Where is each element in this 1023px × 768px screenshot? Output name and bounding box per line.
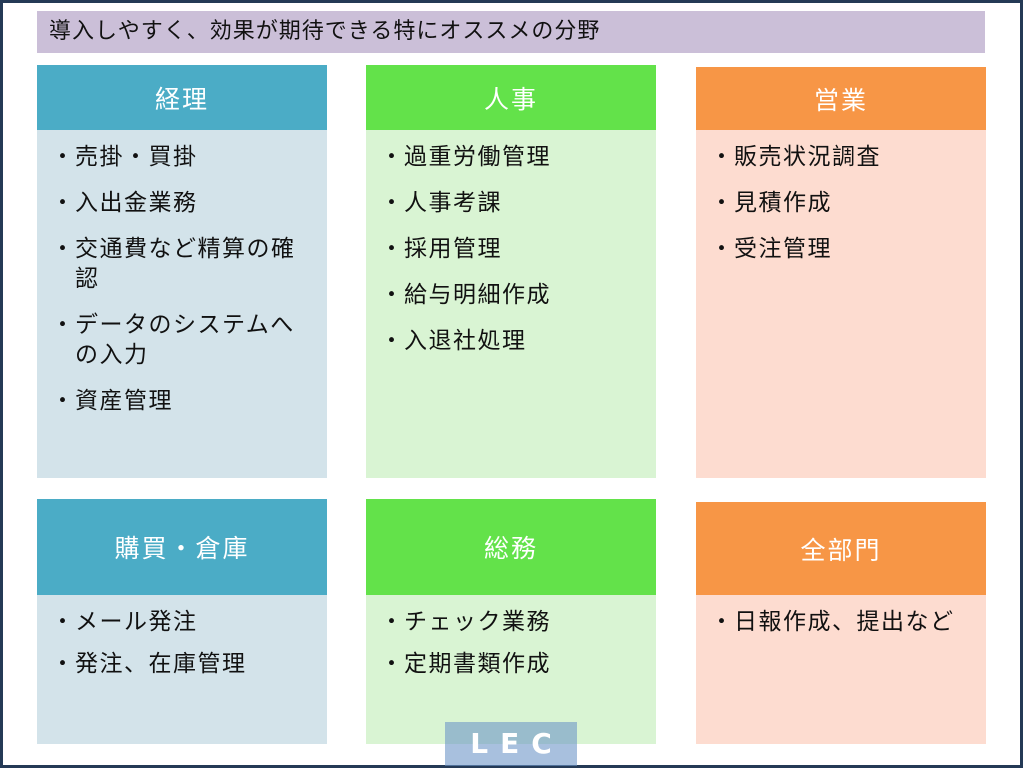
- item-text: チェック業務: [404, 609, 551, 635]
- list-item: ・入退社処理: [380, 326, 642, 356]
- bullet: ・: [51, 609, 76, 635]
- item-text: 定期書類作成: [404, 651, 551, 677]
- bullet: ・: [51, 312, 76, 338]
- card-general-affairs: 総務・チェック業務・定期書類作成: [366, 499, 656, 744]
- item-text: 人事考課: [404, 190, 502, 216]
- item-text: 売掛・買掛: [75, 144, 198, 170]
- bullet: ・: [710, 236, 735, 262]
- item-text: 採用管理: [404, 236, 502, 262]
- list-item: ・販売状況調査: [710, 142, 972, 172]
- item-text: 入出金業務: [75, 190, 198, 216]
- list-item: ・発注、在庫管理: [51, 649, 313, 679]
- item-text: 見積作成: [734, 190, 832, 216]
- item-text: 資産管理: [75, 388, 173, 414]
- lec-logo: LEC: [445, 722, 577, 766]
- bullet: ・: [51, 190, 76, 216]
- list-item: ・交通費など精算の確認: [51, 234, 313, 294]
- bullet: ・: [380, 328, 405, 354]
- card-body: ・販売状況調査・見積作成・受注管理: [696, 130, 986, 478]
- list-item: ・見積作成: [710, 188, 972, 218]
- card-hr: 人事・過重労働管理・人事考課・採用管理・給与明細作成・入退社処理: [366, 65, 656, 478]
- bullet: ・: [51, 236, 76, 262]
- card-header: 全部門: [696, 502, 986, 595]
- item-text: 入退社処理: [404, 328, 527, 354]
- list-item: ・定期書類作成: [380, 649, 642, 679]
- card-body: ・過重労働管理・人事考課・採用管理・給与明細作成・入退社処理: [366, 130, 656, 478]
- list-item: ・採用管理: [380, 234, 642, 264]
- item-text: データのシステムへの入力: [75, 312, 295, 368]
- card-body: ・チェック業務・定期書類作成: [366, 595, 656, 744]
- bullet: ・: [710, 144, 735, 170]
- list-item: ・チェック業務: [380, 607, 642, 637]
- card-header: 営業: [696, 67, 986, 130]
- card-header: 購買・倉庫: [37, 499, 327, 595]
- card-sales: 営業・販売状況調査・見積作成・受注管理: [696, 67, 986, 478]
- list-item: ・日報作成、提出など: [710, 607, 972, 637]
- bullet: ・: [380, 144, 405, 170]
- bullet: ・: [710, 609, 735, 635]
- list-item: ・メール発注: [51, 607, 313, 637]
- item-text: メール発注: [75, 609, 198, 635]
- list-item: ・受注管理: [710, 234, 972, 264]
- list-item: ・入出金業務: [51, 188, 313, 218]
- bullet: ・: [380, 282, 405, 308]
- bullet: ・: [51, 651, 76, 677]
- item-text: 給与明細作成: [404, 282, 551, 308]
- item-text: 日報作成、提出など: [734, 609, 955, 635]
- list-item: ・資産管理: [51, 386, 313, 416]
- bullet: ・: [51, 144, 76, 170]
- card-header: 総務: [366, 499, 656, 595]
- list-item: ・売掛・買掛: [51, 142, 313, 172]
- list-item: ・人事考課: [380, 188, 642, 218]
- item-text: 過重労働管理: [404, 144, 551, 170]
- card-body: ・売掛・買掛・入出金業務・交通費など精算の確認・データのシステムへの入力・資産管…: [37, 130, 327, 478]
- card-purchasing-warehouse: 購買・倉庫・メール発注・発注、在庫管理: [37, 499, 327, 744]
- bullet: ・: [380, 236, 405, 262]
- bullet: ・: [380, 651, 405, 677]
- card-all-departments: 全部門・日報作成、提出など: [696, 502, 986, 744]
- item-text: 発注、在庫管理: [75, 651, 247, 677]
- list-item: ・過重労働管理: [380, 142, 642, 172]
- card-header: 経理: [37, 65, 327, 130]
- item-text: 受注管理: [734, 236, 832, 262]
- card-body: ・日報作成、提出など: [696, 595, 986, 744]
- list-item: ・データのシステムへの入力: [51, 310, 313, 370]
- slide-title: 導入しやすく、効果が期待できる特にオススメの分野: [37, 11, 985, 53]
- card-accounting: 経理・売掛・買掛・入出金業務・交通費など精算の確認・データのシステムへの入力・資…: [37, 65, 327, 478]
- bullet: ・: [51, 388, 76, 414]
- card-header: 人事: [366, 65, 656, 130]
- card-body: ・メール発注・発注、在庫管理: [37, 595, 327, 744]
- bullet: ・: [380, 609, 405, 635]
- list-item: ・給与明細作成: [380, 280, 642, 310]
- bullet: ・: [380, 190, 405, 216]
- bullet: ・: [710, 190, 735, 216]
- item-text: 交通費など精算の確認: [75, 236, 296, 292]
- item-text: 販売状況調査: [734, 144, 881, 170]
